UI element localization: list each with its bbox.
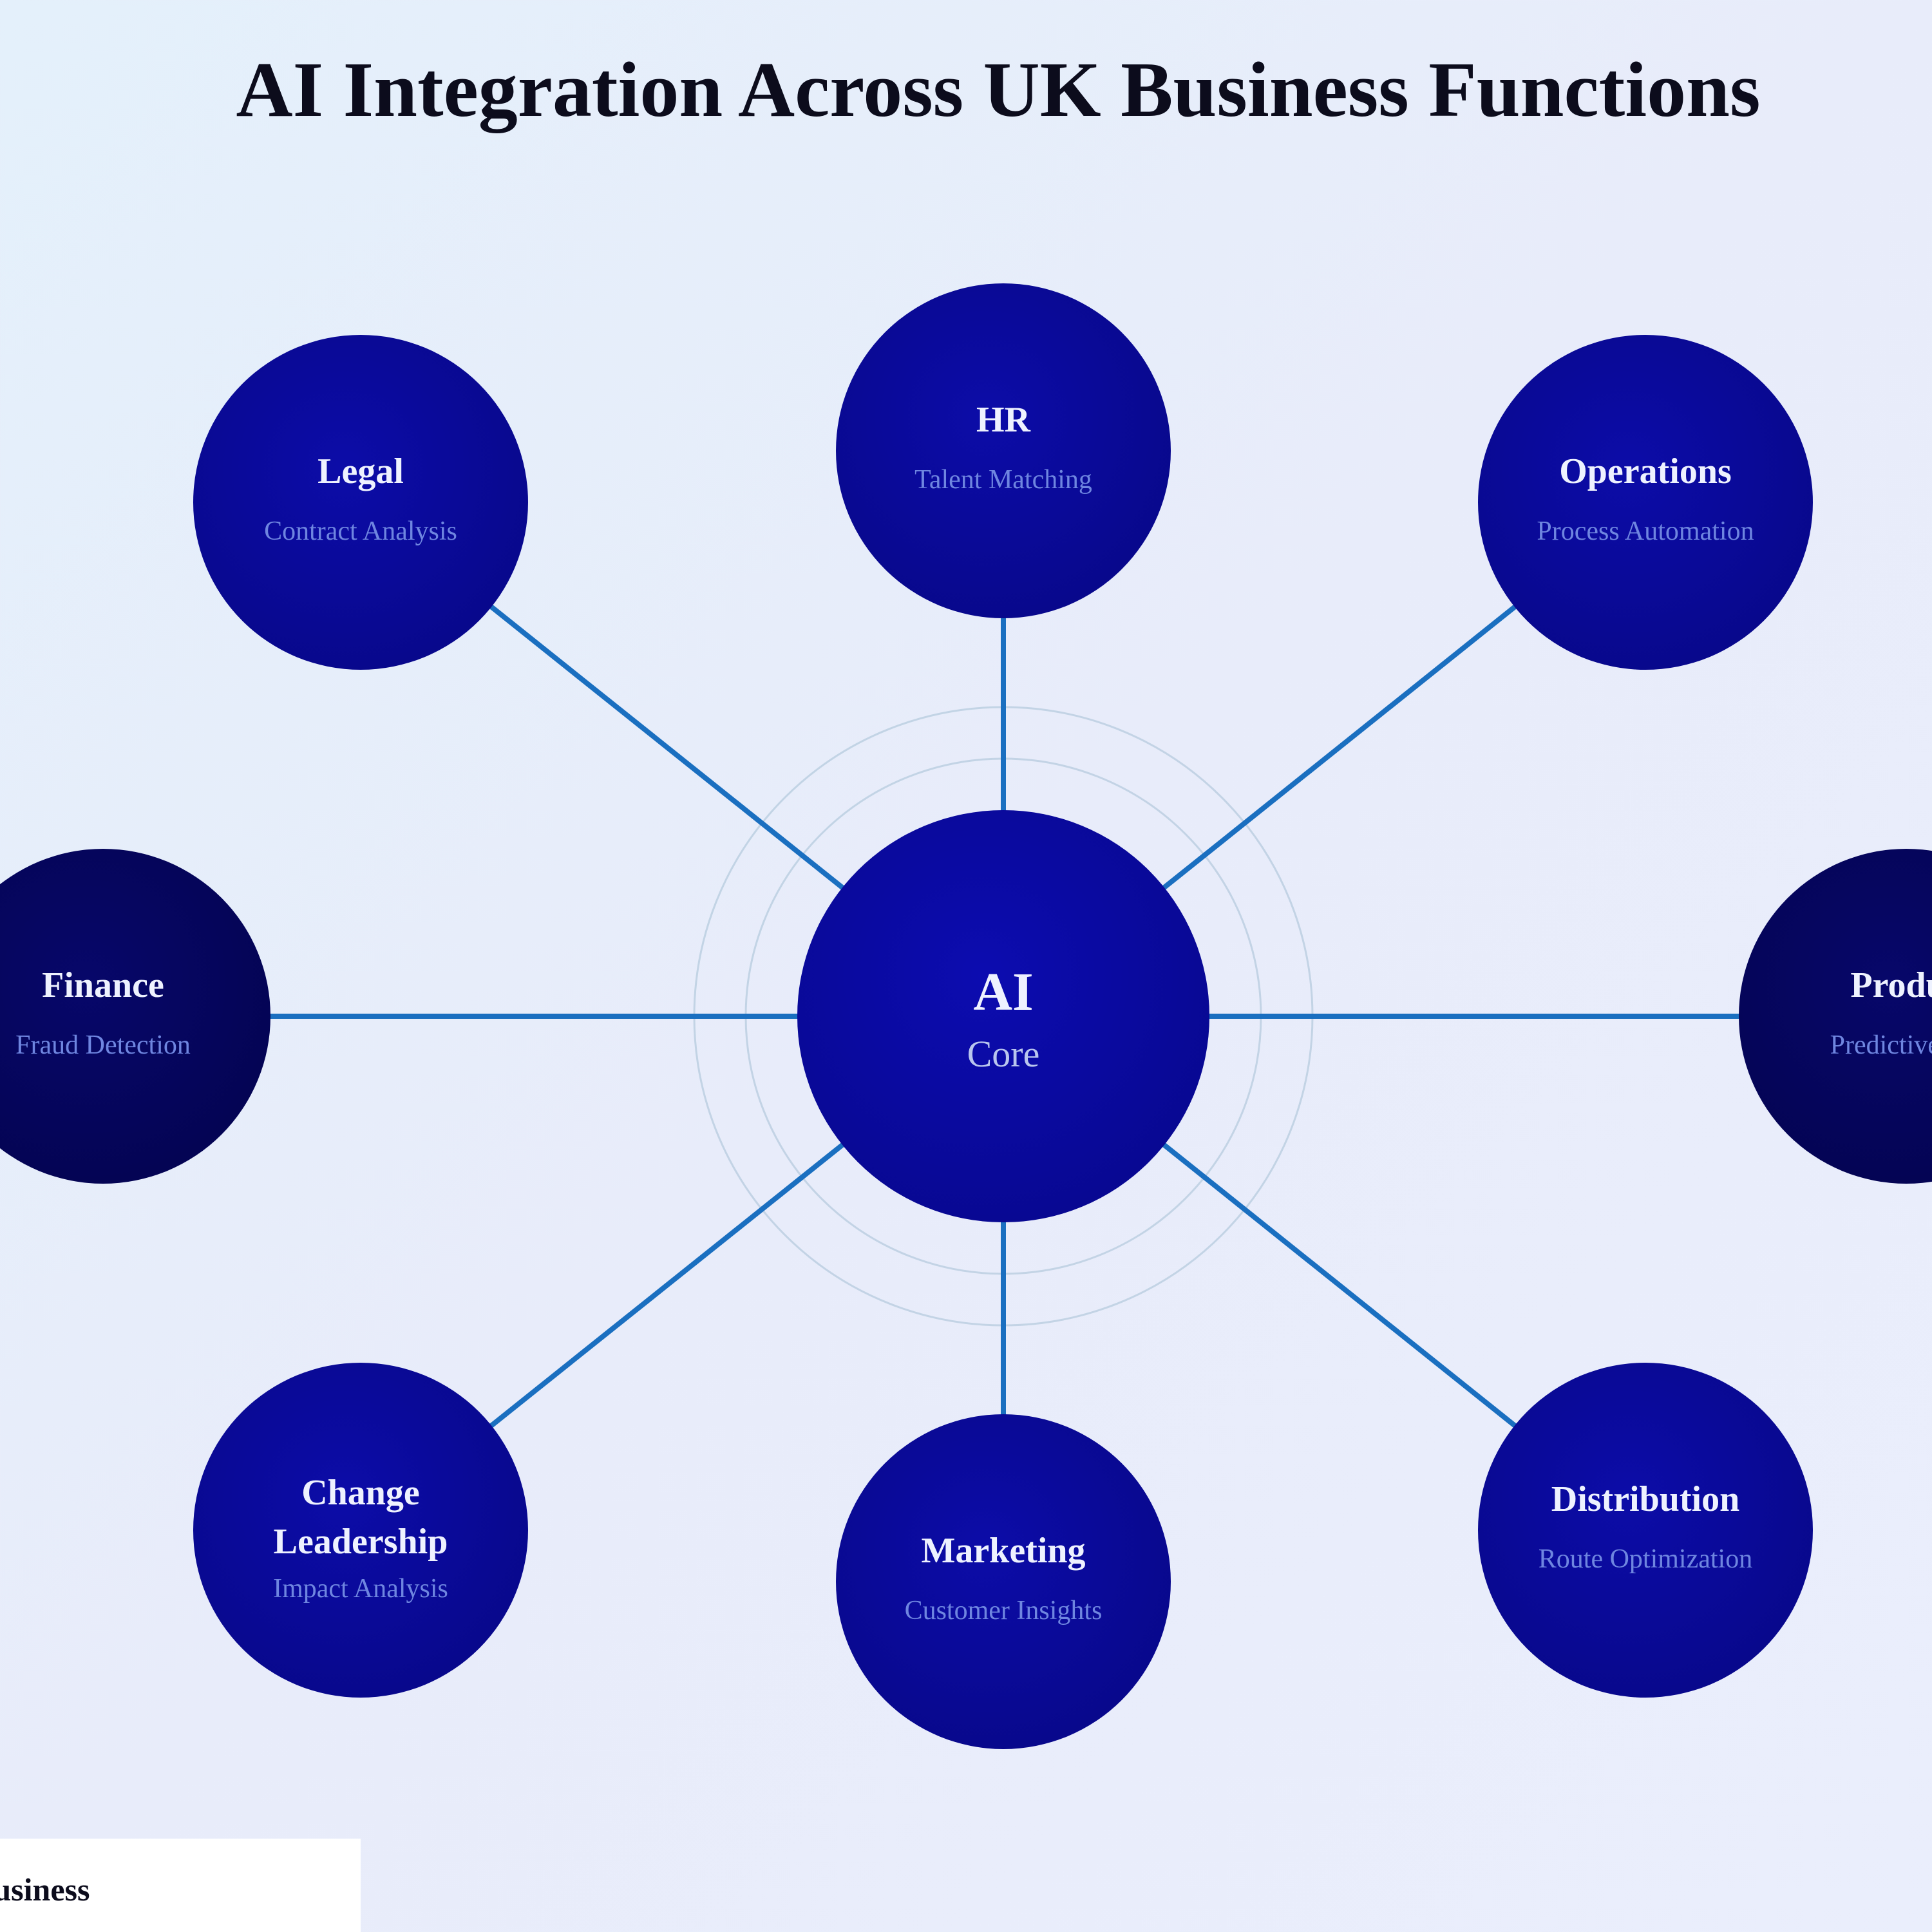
- node-subtitle: Route Optimization: [1539, 1544, 1752, 1574]
- node-title: Legal: [317, 451, 404, 491]
- node-circle: [1478, 1363, 1813, 1698]
- node-title: Marketing: [921, 1531, 1085, 1571]
- node-circle: [193, 335, 528, 670]
- node-title: Finance: [42, 965, 164, 1005]
- center-title: AI: [973, 962, 1033, 1022]
- node-title: Leadership: [274, 1522, 448, 1562]
- center-circle: [797, 810, 1209, 1222]
- node-hr[interactable]: HR Talent Matching: [836, 283, 1171, 618]
- center-node: AI Core: [797, 810, 1209, 1222]
- node-title: Operations: [1559, 451, 1732, 491]
- node-production[interactable]: ProducPredictive Ma: [1739, 849, 1932, 1184]
- node-subtitle: Fraud Detection: [15, 1030, 191, 1060]
- page-title: AI Integration Across UK Business Functi…: [236, 46, 1761, 133]
- node-title: Change: [301, 1473, 420, 1513]
- node-title: Distribution: [1551, 1479, 1740, 1519]
- node-subtitle: Contract Analysis: [264, 516, 457, 546]
- node-circle: [1478, 335, 1813, 670]
- node-subtitle: Impact Analysis: [273, 1574, 448, 1604]
- node-title: Produc: [1850, 965, 1932, 1005]
- legend-label: Business: [0, 1871, 90, 1908]
- node-circle: [836, 1414, 1171, 1749]
- node-circle: [0, 849, 270, 1184]
- node-circle: [193, 1363, 528, 1698]
- center-subtitle: Core: [967, 1033, 1040, 1075]
- ai-core-node[interactable]: AI Core: [797, 810, 1209, 1222]
- node-subtitle: Predictive Ma: [1830, 1030, 1932, 1060]
- node-circle: [1739, 849, 1932, 1184]
- node-circle: [836, 283, 1171, 618]
- node-subtitle: Customer Insights: [905, 1596, 1103, 1625]
- node-subtitle: Process Automation: [1537, 516, 1754, 546]
- legend: Business: [0, 1839, 361, 1932]
- node-subtitle: Talent Matching: [914, 465, 1092, 495]
- node-title: HR: [976, 400, 1031, 440]
